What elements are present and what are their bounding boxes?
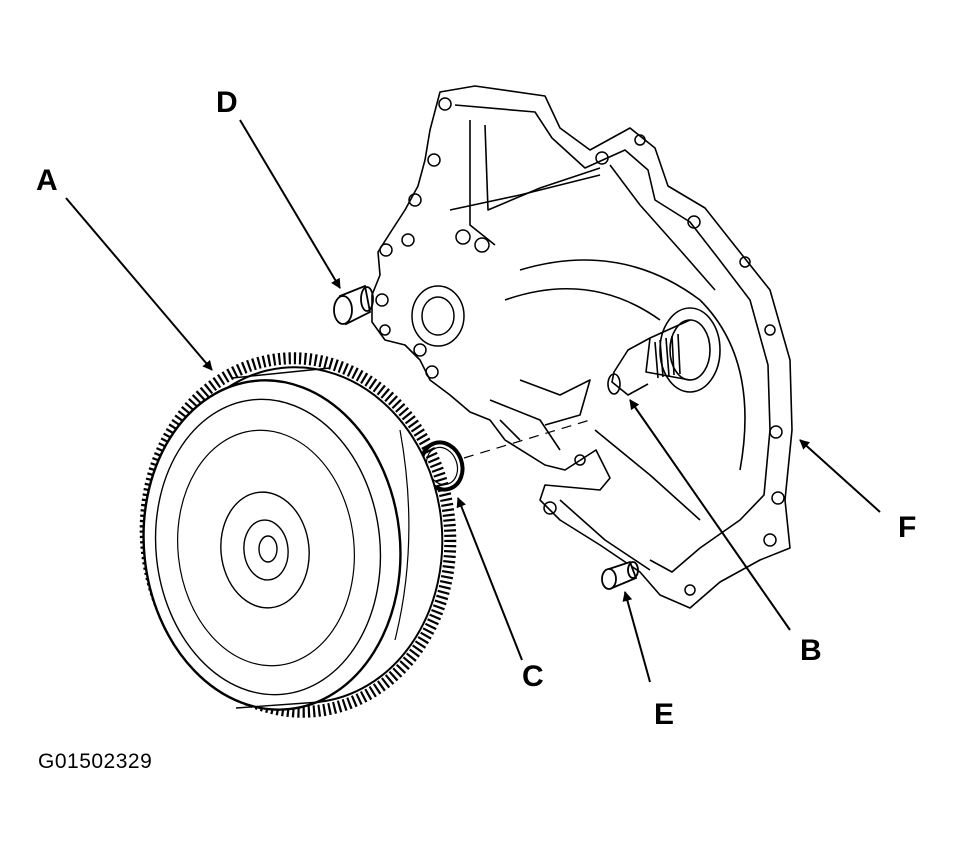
housing-bolt-holes (375, 97, 785, 596)
leader-b (629, 399, 791, 631)
transmission-housing (371, 85, 793, 609)
dowel-pin-d (333, 284, 374, 326)
callout-a: A (36, 164, 58, 197)
figure-id: G01502329 (38, 750, 153, 773)
dowel-pin-e (601, 560, 639, 590)
leader-c (456, 497, 523, 661)
torque-converter (139, 352, 457, 718)
alignment-line (463, 419, 591, 459)
callout-d: D (216, 86, 238, 119)
callout-e: E (654, 698, 675, 731)
input-shaft (607, 307, 721, 396)
leader-d (239, 119, 341, 289)
callout-b: B (800, 634, 822, 667)
callout-c: C (522, 660, 544, 693)
leader-e (622, 591, 651, 683)
leader-a (65, 197, 213, 371)
leader-lines (65, 119, 881, 683)
callout-f: F (898, 511, 917, 544)
leader-f (799, 439, 881, 513)
